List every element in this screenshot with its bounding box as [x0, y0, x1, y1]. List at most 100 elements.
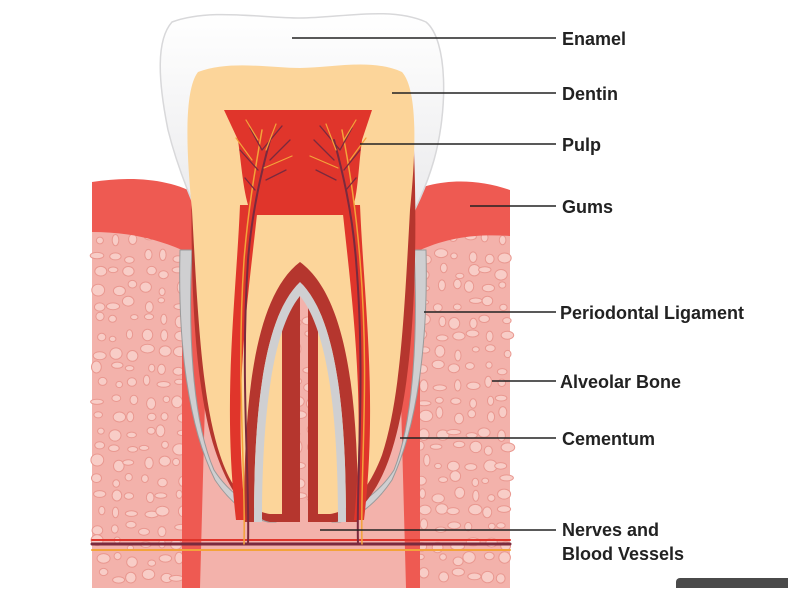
bone-cell: [146, 397, 157, 410]
bone-cell: [435, 503, 449, 515]
bone-cell: [162, 395, 171, 403]
bone-cell: [478, 266, 492, 274]
bone-cell: [97, 427, 105, 435]
label-dentin: Dentin: [562, 84, 618, 104]
bone-cell: [472, 489, 480, 502]
bone-cell: [139, 281, 152, 293]
bone-cell: [89, 251, 105, 260]
bone-cell: [143, 313, 155, 321]
bone-cell: [111, 234, 120, 247]
bone-cell: [438, 315, 447, 328]
bone-cell: [452, 556, 464, 567]
bone-cell: [431, 493, 445, 504]
bone-cell: [122, 266, 135, 277]
bone-cell: [500, 330, 515, 340]
bone-cell: [502, 317, 512, 325]
bone-cell: [446, 460, 460, 472]
bone-cell: [486, 411, 496, 423]
bone-cell: [156, 381, 171, 388]
bone-cell: [446, 429, 462, 436]
bone-cell: [500, 442, 516, 453]
bone-cell: [454, 379, 462, 392]
bone-cell: [498, 406, 508, 419]
bone-cell: [126, 377, 137, 387]
bone-cell: [105, 302, 121, 311]
bone-cell: [121, 295, 135, 307]
label-cementum: Cementum: [562, 429, 656, 449]
bone-cell: [487, 522, 496, 530]
bone-cell: [112, 576, 126, 584]
bone-cell: [499, 303, 508, 312]
bone-cell: [419, 518, 429, 530]
bone-cell: [481, 570, 495, 584]
bone-cell: [124, 473, 133, 482]
bone-cell: [469, 398, 478, 409]
bone-cell: [434, 462, 442, 470]
bone-cell: [93, 411, 103, 419]
bone-cell: [146, 426, 156, 435]
bone-cell: [487, 395, 495, 406]
bone-cell: [144, 456, 154, 470]
bone-cell: [434, 396, 444, 404]
bone-cell: [452, 440, 466, 449]
bone-cell: [91, 473, 102, 484]
root-canal-left: [229, 205, 258, 520]
bone-cell: [112, 479, 121, 488]
bone-cell: [465, 329, 480, 338]
bone-cell: [94, 265, 108, 277]
bone-cell: [157, 477, 168, 488]
bone-cell: [168, 574, 184, 582]
bone-cell: [90, 398, 104, 405]
bone-cell: [418, 409, 434, 422]
bone-cell: [477, 427, 491, 438]
bone-cell: [95, 236, 104, 245]
bone-cell: [462, 551, 476, 564]
bone-cell: [108, 335, 117, 343]
bone-cell: [454, 349, 462, 362]
bone-cell: [432, 303, 443, 313]
bone-cell: [454, 412, 464, 425]
bone-cell: [93, 490, 107, 498]
bone-cell: [423, 453, 431, 467]
bone-cell: [497, 252, 512, 264]
bone-cell: [496, 368, 508, 376]
bone-cell: [496, 522, 506, 529]
bone-cell: [503, 349, 512, 359]
bone-cell: [91, 360, 102, 374]
bone-cell: [126, 556, 138, 568]
bone-cell: [125, 571, 137, 584]
bone-cell: [91, 525, 104, 536]
bone-cell: [498, 235, 507, 246]
bone-cell: [158, 455, 172, 467]
bone-cell: [447, 363, 461, 374]
label-alveolar-bone: Alveolar Bone: [560, 372, 682, 392]
bone-cell: [469, 297, 483, 304]
bone-cell: [452, 303, 462, 311]
leader-lines: [292, 37, 556, 531]
bone-cell: [464, 521, 473, 532]
bone-cell: [485, 361, 493, 369]
bone-cell: [155, 424, 166, 438]
bone-cell: [138, 444, 150, 451]
bone-cell: [171, 395, 184, 409]
bone-cell: [454, 486, 466, 499]
bone-cell: [484, 253, 495, 265]
bone-cell: [467, 409, 477, 419]
bone-cell: [481, 295, 494, 307]
bone-cell: [471, 346, 480, 353]
bone-cell: [124, 510, 138, 517]
bone-cell: [111, 361, 124, 369]
bone-cell: [494, 269, 508, 281]
bone-cell: [429, 443, 443, 450]
bone-cell: [466, 381, 481, 390]
label-nerves-line2: Blood Vessels: [562, 544, 685, 564]
bone-cell: [481, 477, 490, 484]
bone-cell: [124, 256, 135, 264]
bone-cell: [155, 505, 170, 517]
bone-cell: [91, 283, 106, 297]
bone-cell: [93, 302, 106, 312]
bone-cell: [435, 334, 449, 342]
bone-cell: [97, 376, 108, 386]
